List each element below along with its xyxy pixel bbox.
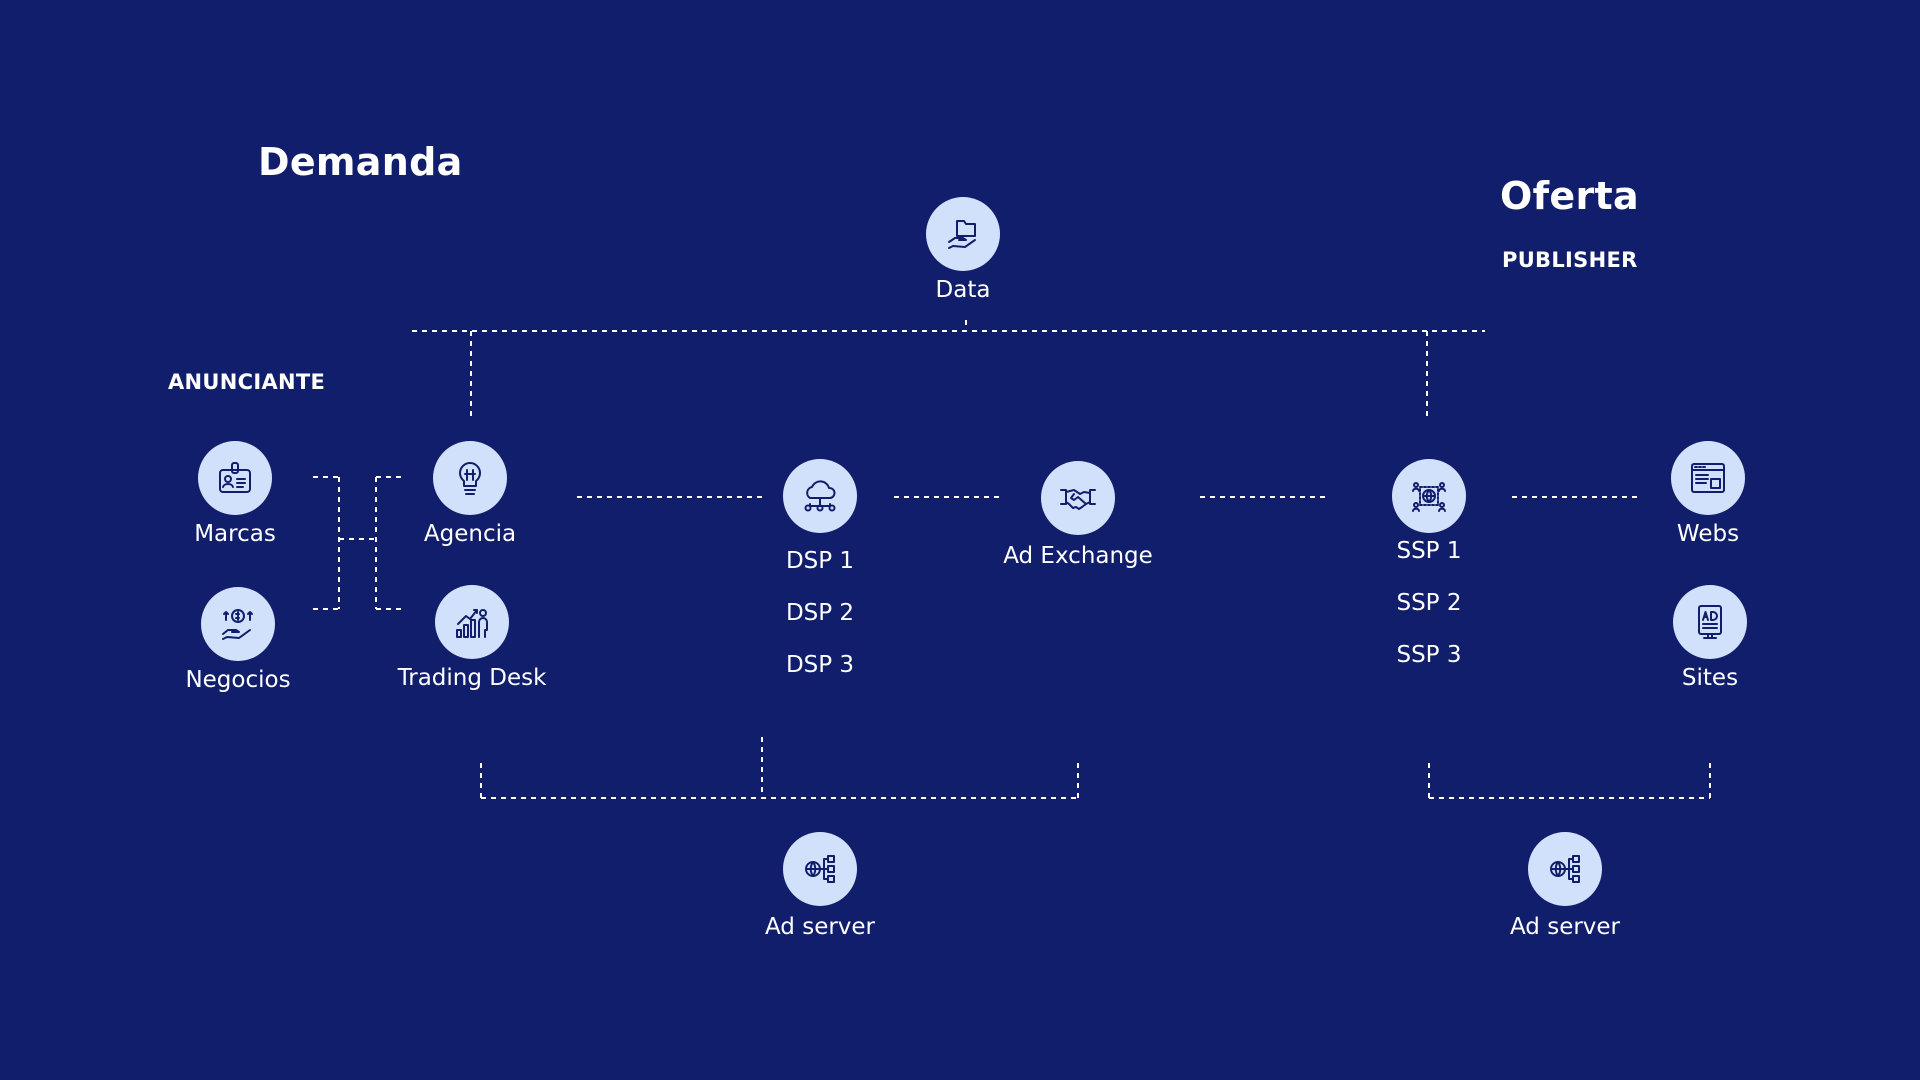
ad-exchange-node: Ad Exchange bbox=[958, 461, 1198, 571]
data-label: Data bbox=[935, 277, 991, 303]
dsp-1-label: DSP 1 bbox=[785, 548, 855, 574]
growth-person-icon bbox=[435, 585, 509, 659]
cloud-network-icon bbox=[783, 459, 857, 533]
browser-window-icon bbox=[1671, 441, 1745, 515]
ssp-1-label: SSP 1 bbox=[1396, 538, 1462, 564]
globe-hierarchy-icon bbox=[1528, 832, 1602, 906]
lightbulb-icon bbox=[433, 441, 507, 515]
dollar-hand-icon bbox=[201, 587, 275, 661]
globe-network-icon bbox=[1392, 459, 1466, 533]
sites-node: Sites bbox=[1590, 585, 1830, 693]
webs-node: Webs bbox=[1588, 441, 1828, 549]
trading-desk-node: Trading Desk bbox=[352, 585, 592, 693]
ad-server-right-node: Ad server bbox=[1445, 832, 1685, 942]
ad-server-left-node: Ad server bbox=[700, 832, 940, 942]
negocios-node: Negocios bbox=[118, 587, 358, 695]
demanda-heading: Demanda bbox=[258, 140, 463, 184]
ad-server-left-label: Ad server bbox=[764, 914, 876, 940]
marcas-label: Marcas bbox=[194, 521, 276, 547]
agencia-node: Agencia bbox=[350, 441, 590, 549]
ad-exchange-label: Ad Exchange bbox=[1003, 543, 1153, 569]
negocios-label: Negocios bbox=[185, 667, 291, 693]
dsp-2-label: DSP 2 bbox=[785, 600, 855, 626]
folder-hand-icon bbox=[926, 197, 1000, 271]
trading-desk-label: Trading Desk bbox=[397, 665, 547, 691]
oferta-heading: Oferta bbox=[1500, 174, 1639, 218]
publisher-heading: PUBLISHER bbox=[1502, 248, 1638, 272]
handshake-icon bbox=[1041, 461, 1115, 535]
anunciante-heading: ANUNCIANTE bbox=[168, 370, 326, 394]
globe-hierarchy-icon bbox=[783, 832, 857, 906]
data-node: Data bbox=[843, 197, 1083, 305]
agencia-label: Agencia bbox=[423, 521, 517, 547]
ssp-3-label: SSP 3 bbox=[1396, 642, 1462, 668]
sites-label: Sites bbox=[1681, 665, 1739, 691]
dsp-list: DSP 1 DSP 2 DSP 3 bbox=[786, 535, 854, 691]
dsp-3-label: DSP 3 bbox=[785, 652, 855, 678]
dsp-node: DSP 1 DSP 2 DSP 3 bbox=[700, 459, 940, 691]
ad-board-icon bbox=[1673, 585, 1747, 659]
ad-server-right-label: Ad server bbox=[1509, 914, 1621, 940]
id-badge-icon bbox=[198, 441, 272, 515]
webs-label: Webs bbox=[1676, 521, 1740, 547]
ssp-2-label: SSP 2 bbox=[1396, 590, 1462, 616]
ssp-node: SSP 1 SSP 2 SSP 3 bbox=[1309, 459, 1549, 681]
ssp-list: SSP 1 SSP 2 SSP 3 bbox=[1396, 525, 1461, 681]
marcas-node: Marcas bbox=[115, 441, 355, 549]
